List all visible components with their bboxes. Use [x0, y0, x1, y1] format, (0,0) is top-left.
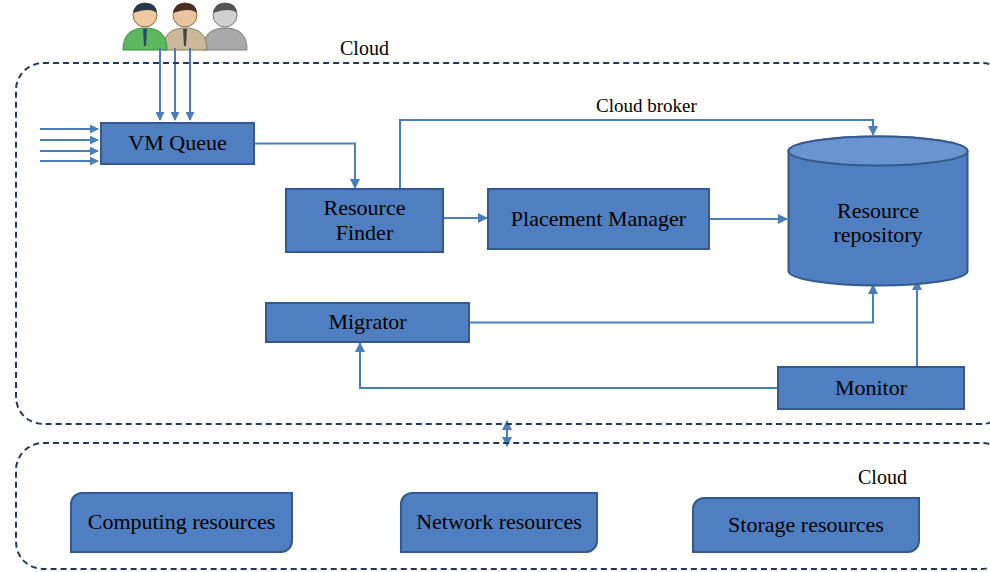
user-icons — [123, 3, 247, 50]
node-label: VM Queue — [128, 131, 226, 155]
cylinder-body — [789, 137, 968, 286]
request-arrow — [174, 48, 176, 120]
cloud-region: VM QueueResource Finder Placement Manager… — [15, 62, 990, 425]
resource-box: Storage resources — [692, 497, 920, 553]
node-label: Network resources — [416, 510, 582, 534]
resource-box: Computing resources — [70, 492, 293, 553]
request-arrow — [189, 48, 191, 120]
node-label: Resource Finder — [295, 196, 434, 244]
node-label: Resource repository — [795, 199, 961, 247]
connector-arrow — [916, 281, 918, 366]
connector-arrow — [360, 343, 777, 388]
request-arrow — [40, 160, 98, 162]
process-box: Migrator — [265, 302, 470, 343]
process-box: Resource Finder — [285, 188, 444, 253]
process-box: Placement Manager — [487, 188, 710, 250]
connector-arrow — [444, 217, 487, 219]
region-label: Cloud — [858, 466, 907, 488]
node-label: Migrator — [328, 310, 406, 334]
request-arrow — [40, 128, 98, 130]
queue-box: VM Queue — [100, 122, 255, 165]
region-label: Cloud — [340, 37, 389, 59]
node-label: Monitor — [835, 376, 907, 400]
user-icon — [123, 3, 167, 50]
request-arrow — [40, 139, 98, 141]
user-icon — [163, 3, 207, 50]
node-label: Computing resources — [88, 510, 276, 534]
node-label: Storage resources — [728, 513, 884, 537]
request-arrow — [40, 150, 98, 152]
request-arrow — [159, 48, 161, 120]
node-label: Placement Manager — [511, 207, 686, 231]
connector-arrow — [255, 144, 355, 189]
cylinder-top — [789, 137, 968, 166]
process-box: Monitor — [777, 366, 965, 410]
repository-cylinder: Resource repository — [787, 135, 969, 287]
connector-arrow — [470, 285, 873, 323]
resource-box: Network resources — [400, 492, 598, 553]
user-icon — [203, 3, 247, 50]
edge-label: Cloud broker — [594, 96, 699, 117]
cloud-region: Computing resources Network resources Stor… — [15, 442, 990, 570]
connector-arrow — [710, 218, 787, 220]
